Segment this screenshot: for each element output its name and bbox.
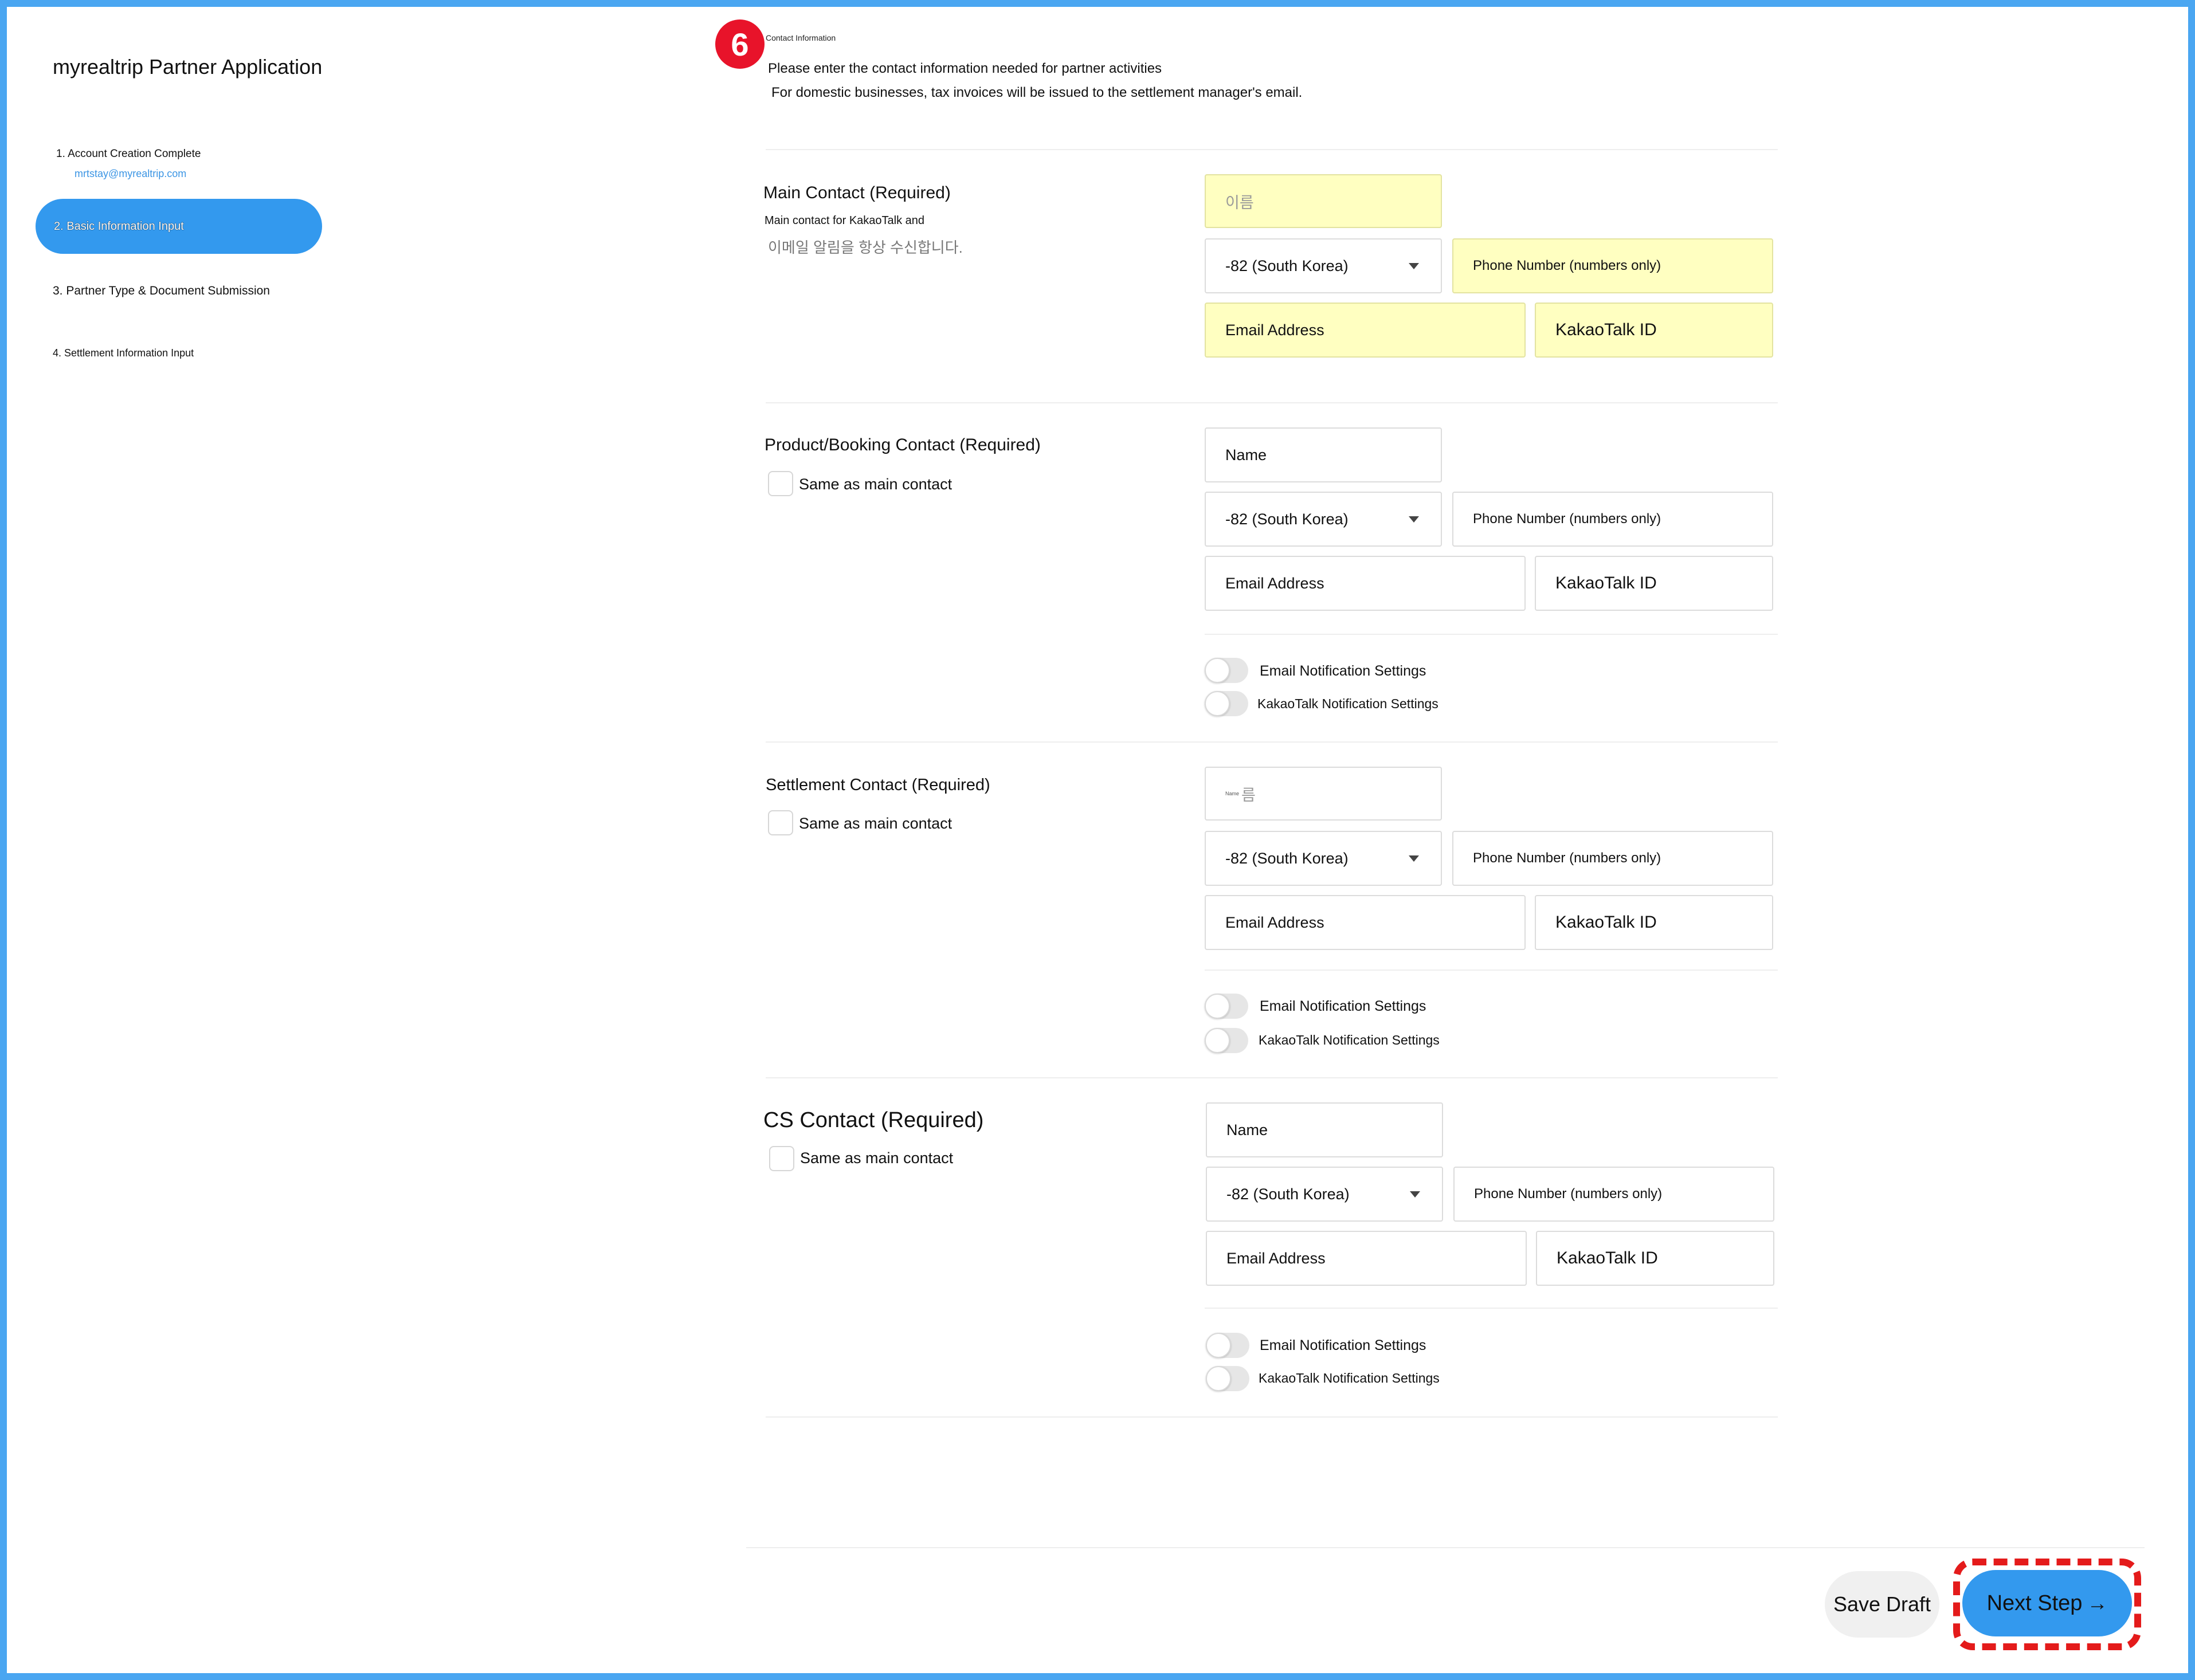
cs-country-code-select[interactable]: -82 (South Korea)	[1206, 1167, 1443, 1222]
toggle-knob	[1205, 691, 1230, 716]
settlement-phone-input[interactable]: Phone Number (numbers only)	[1452, 831, 1773, 886]
settlement-name-placeholder-ko: 름	[1241, 786, 1256, 804]
toggle-knob	[1206, 1366, 1231, 1391]
booking-email-notification-toggle[interactable]	[1205, 658, 1248, 683]
step-basic-information-active[interactable]: 2. Basic Information Input	[36, 199, 322, 254]
settlement-contact-title: Settlement Contact (Required)	[766, 776, 990, 794]
divider	[1205, 1308, 1778, 1309]
settlement-kakao-notification-label: KakaoTalk Notification Settings	[1259, 1033, 1440, 1047]
main-kakao-id-input[interactable]: KakaoTalk ID	[1535, 303, 1773, 358]
cs-kakao-id-input[interactable]: KakaoTalk ID	[1536, 1231, 1774, 1286]
account-email: mrtstay@myrealtrip.com	[75, 168, 187, 179]
settlement-email-input[interactable]: Email Address	[1205, 895, 1526, 950]
main-contact-description: Main contact for KakaoTalk and	[765, 214, 925, 227]
settlement-country-code-value: -82 (South Korea)	[1225, 849, 1349, 867]
divider	[766, 1416, 1778, 1418]
divider	[766, 741, 1778, 743]
cs-country-code-value: -82 (South Korea)	[1226, 1185, 1350, 1203]
cs-email-notification-toggle[interactable]	[1206, 1333, 1249, 1358]
divider	[766, 402, 1778, 403]
footer-divider	[746, 1547, 2145, 1548]
main-contact-title: Main Contact (Required)	[763, 183, 951, 202]
settlement-name-placeholder: Name	[1225, 791, 1240, 796]
settlement-kakao-id-input[interactable]: KakaoTalk ID	[1535, 895, 1773, 950]
next-step-label: Next Step	[1986, 1591, 2083, 1615]
main-email-input[interactable]: Email Address	[1205, 303, 1526, 358]
section-title: Contact Information	[766, 33, 836, 42]
main-country-code-value: -82 (South Korea)	[1225, 257, 1349, 274]
arrow-right-icon: →	[2087, 1591, 2108, 1615]
section-tax-note: For domestic businesses, tax invoices wi…	[771, 85, 1303, 100]
booking-country-code-select[interactable]: -82 (South Korea)	[1205, 492, 1442, 547]
cs-email-notification-label: Email Notification Settings	[1260, 1337, 1426, 1353]
cs-name-input[interactable]: Name	[1206, 1102, 1443, 1157]
save-draft-button[interactable]: Save Draft	[1825, 1571, 1939, 1638]
main-phone-input[interactable]: Phone Number (numbers only)	[1452, 238, 1773, 293]
section-intro: Please enter the contact information nee…	[768, 61, 1162, 76]
cs-contact-title: CS Contact (Required)	[763, 1108, 984, 1132]
settlement-kakao-notification-toggle[interactable]	[1205, 1028, 1248, 1053]
divider	[766, 149, 1778, 150]
cs-same-as-main-label: Same as main contact	[800, 1149, 954, 1167]
divider	[1205, 634, 1778, 635]
chevron-down-icon	[1409, 516, 1419, 523]
step-basic-information-label: 2. Basic Information Input	[54, 219, 184, 233]
cs-kakao-notification-toggle[interactable]	[1206, 1366, 1249, 1391]
toggle-knob	[1205, 658, 1230, 683]
settlement-same-as-main-checkbox[interactable]	[768, 810, 793, 835]
toggle-knob	[1205, 994, 1230, 1019]
toggle-knob	[1206, 1333, 1231, 1358]
app-title: myrealtrip Partner Application	[53, 55, 323, 78]
chevron-down-icon	[1410, 1191, 1420, 1198]
cs-email-input[interactable]: Email Address	[1206, 1231, 1527, 1286]
booking-same-as-main-checkbox[interactable]	[768, 471, 793, 496]
main-name-input[interactable]: 이름	[1205, 174, 1442, 228]
booking-phone-input[interactable]: Phone Number (numbers only)	[1452, 492, 1773, 547]
main-contact-description-ko: 이메일 알림을 항상 수신합니다.	[768, 239, 963, 256]
booking-contact-title: Product/Booking Contact (Required)	[765, 435, 1041, 454]
chevron-down-icon	[1409, 263, 1419, 269]
booking-same-as-main-label: Same as main contact	[799, 476, 953, 493]
divider	[766, 1077, 1778, 1078]
chevron-down-icon	[1409, 855, 1419, 862]
booking-kakao-notification-toggle[interactable]	[1205, 691, 1248, 716]
settlement-email-notification-toggle[interactable]	[1205, 994, 1248, 1019]
booking-email-input[interactable]: Email Address	[1205, 556, 1526, 611]
cs-same-as-main-checkbox[interactable]	[769, 1146, 794, 1171]
booking-email-notification-label: Email Notification Settings	[1260, 663, 1426, 679]
booking-kakao-id-input[interactable]: KakaoTalk ID	[1535, 556, 1773, 611]
settlement-same-as-main-label: Same as main contact	[799, 815, 953, 832]
main-country-code-select[interactable]: -82 (South Korea)	[1205, 238, 1442, 293]
booking-name-input[interactable]: Name	[1205, 427, 1442, 482]
settlement-email-notification-label: Email Notification Settings	[1260, 998, 1426, 1014]
booking-kakao-notification-label: KakaoTalk Notification Settings	[1257, 696, 1438, 711]
settlement-name-input[interactable]: Name 름	[1205, 767, 1442, 821]
highlight-annotation	[1953, 1559, 2141, 1650]
toggle-knob	[1205, 1028, 1230, 1053]
step-account-creation[interactable]: 1. Account Creation Complete	[56, 148, 201, 160]
step-partner-type[interactable]: 3. Partner Type & Document Submission	[53, 284, 270, 297]
settlement-country-code-select[interactable]: -82 (South Korea)	[1205, 831, 1442, 886]
cs-kakao-notification-label: KakaoTalk Notification Settings	[1259, 1371, 1440, 1385]
divider	[1205, 969, 1778, 971]
booking-country-code-value: -82 (South Korea)	[1225, 510, 1349, 528]
cs-phone-input[interactable]: Phone Number (numbers only)	[1453, 1167, 1774, 1222]
step-number-badge: 6	[715, 19, 765, 69]
step-settlement-information[interactable]: 4. Settlement Information Input	[53, 347, 194, 359]
next-step-button[interactable]: Next Step →	[1962, 1570, 2132, 1636]
